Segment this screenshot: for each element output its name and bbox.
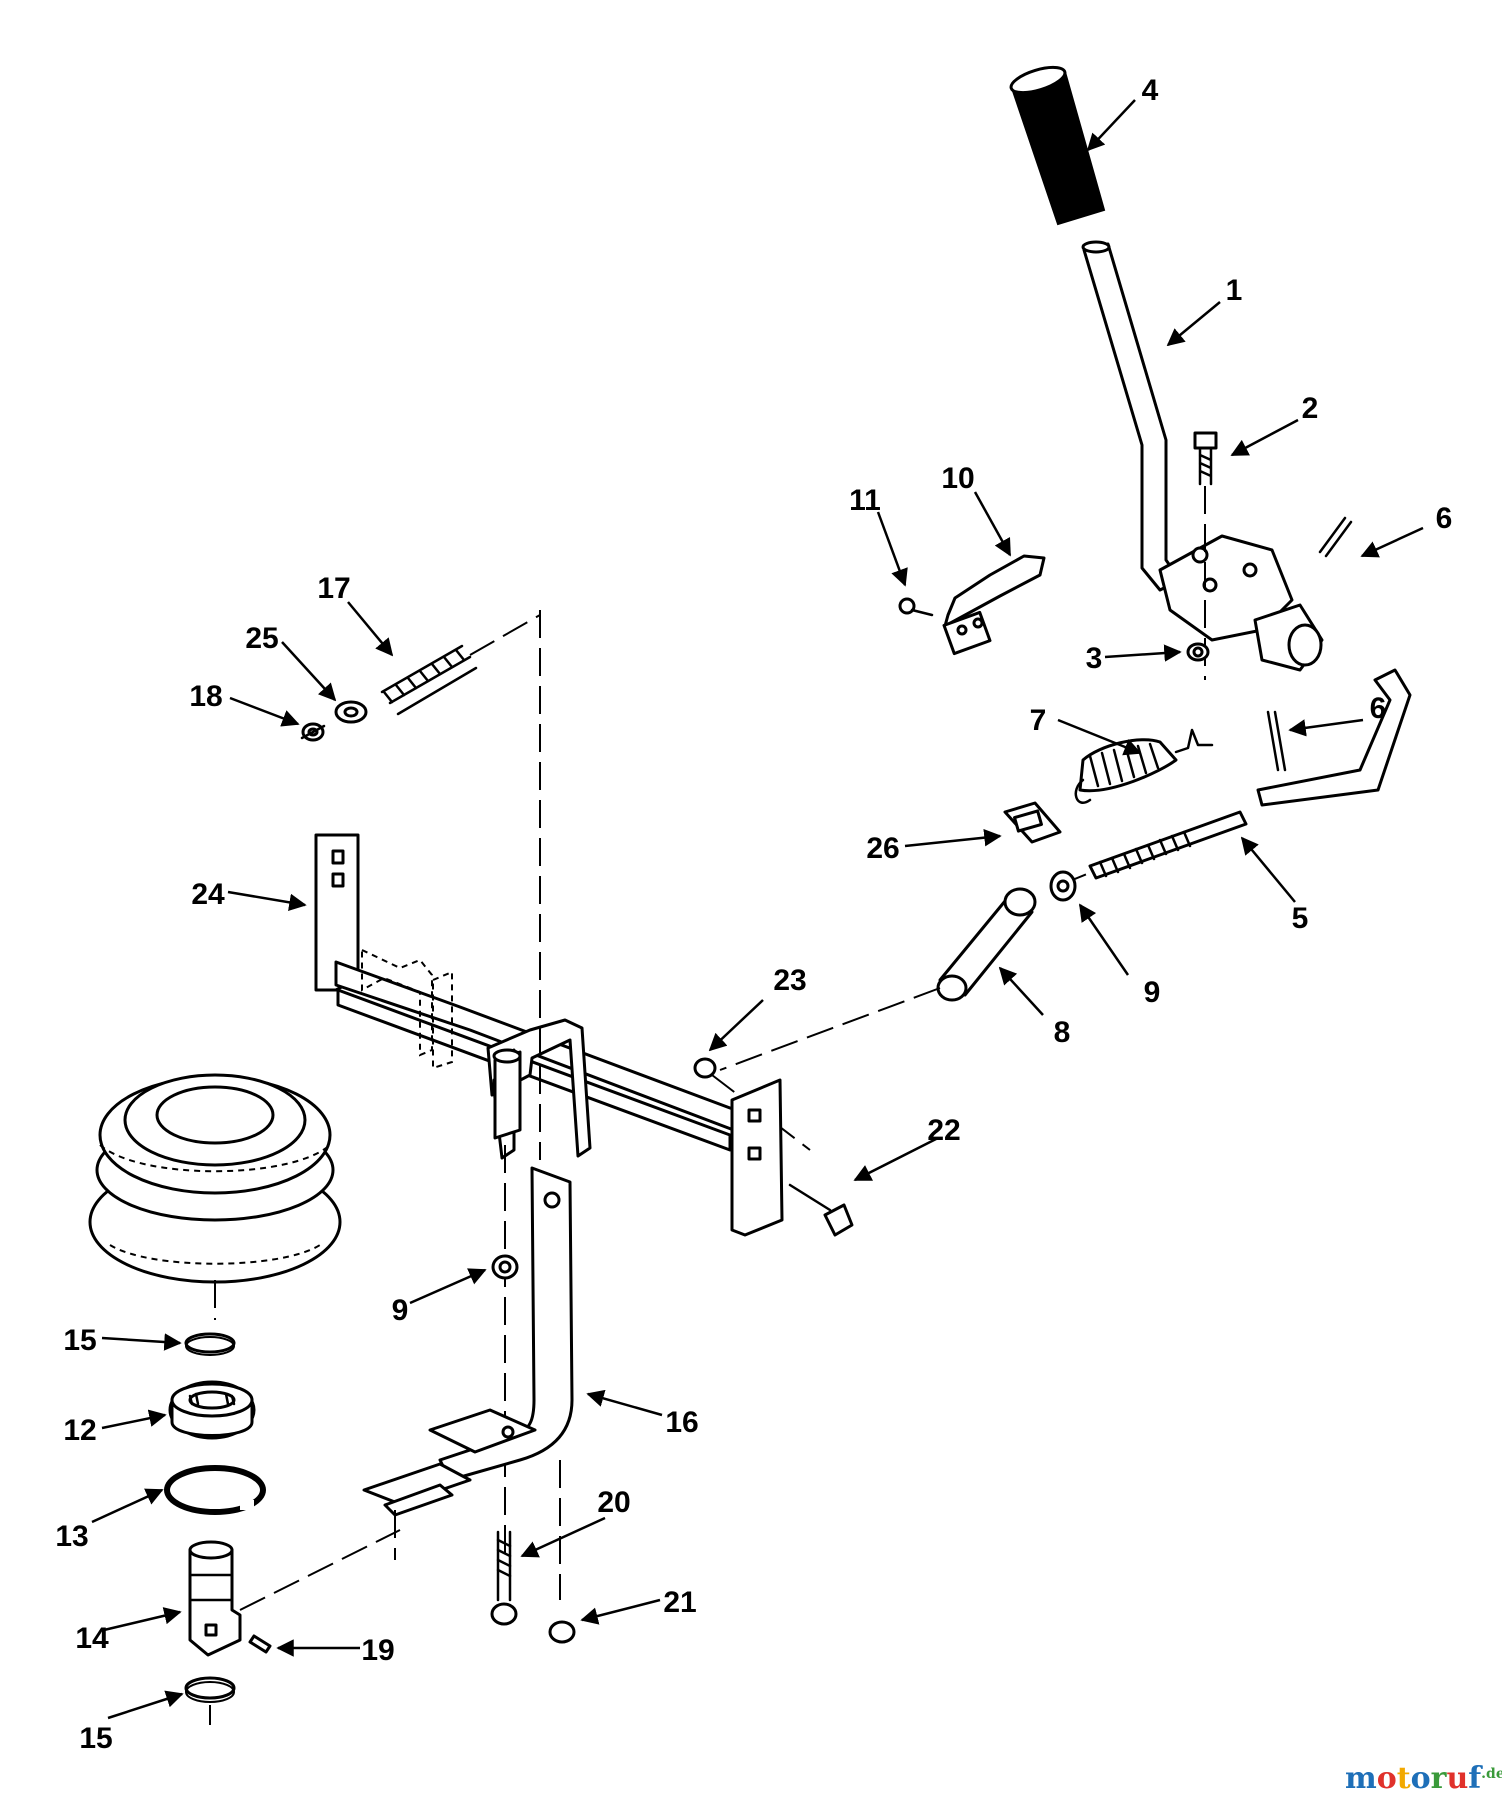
upper-rod-part [1256, 668, 1412, 807]
spring-part [1074, 728, 1214, 804]
retaining-ring-lower-part [184, 1676, 236, 1725]
callout-21: 21 [663, 1586, 696, 1619]
callout-6-lower: 6 [1370, 692, 1387, 725]
rod-nut-part [1049, 870, 1077, 902]
threaded-rod-part [1059, 810, 1248, 886]
plate-part [942, 554, 1046, 656]
grip-part [1009, 65, 1106, 226]
leader-arrows [91, 99, 1424, 1720]
shift-lever-part [1081, 240, 1182, 592]
carriage-bolt-part [788, 1183, 854, 1237]
callout-9-upper: 9 [1144, 976, 1161, 1009]
callout-22: 22 [927, 1114, 960, 1147]
callout-5: 5 [1292, 902, 1309, 935]
callout-12: 12 [63, 1414, 96, 1447]
callout-25: 25 [245, 622, 278, 655]
callout-18: 18 [189, 680, 222, 713]
callout-4: 4 [1142, 74, 1159, 107]
small-bolt-part [898, 597, 934, 617]
nut-part [1186, 642, 1210, 662]
callout-8: 8 [1054, 1016, 1071, 1049]
post-part [492, 610, 541, 1560]
callout-9-lower: 9 [392, 1294, 409, 1327]
callout-7: 7 [1030, 704, 1047, 737]
callout-11: 11 [849, 484, 881, 517]
callout-labels: 4 1 2 6 11 10 3 6 7 26 5 9 8 23 22 17 25… [55, 74, 1452, 1755]
washer-part [334, 700, 368, 724]
callout-14: 14 [75, 1622, 109, 1655]
callout-3: 3 [1086, 642, 1103, 675]
callout-10: 10 [941, 462, 974, 495]
retaining-ring-upper-part [184, 1332, 236, 1356]
tube-part [719, 887, 1037, 1071]
small-washer-part [300, 722, 326, 742]
support-arm-part [362, 1166, 574, 1600]
callout-1: 1 [1226, 274, 1243, 307]
compression-spring-part [380, 614, 541, 716]
callout-19: 19 [361, 1634, 394, 1667]
snap-ring-part [164, 1465, 266, 1515]
lever-bracket-part [1158, 534, 1324, 672]
bearing-part [168, 1380, 256, 1440]
shaft-part [188, 1529, 401, 1657]
pulley-part [88, 1073, 342, 1320]
callout-15-lower: 15 [79, 1722, 112, 1755]
cotter-pin-upper-part [1318, 516, 1353, 558]
callout-13: 13 [55, 1520, 88, 1553]
callout-16: 16 [665, 1406, 698, 1439]
callout-23: 23 [773, 964, 806, 997]
callout-26: 26 [866, 832, 899, 865]
watermark-logo: motoruf.de [1345, 1761, 1502, 1796]
lower-bolt-part [490, 1530, 518, 1626]
callout-6-upper: 6 [1436, 502, 1453, 535]
clip-part [1003, 801, 1062, 844]
callout-17: 17 [317, 572, 350, 605]
callout-20: 20 [597, 1486, 630, 1519]
callout-15-upper: 15 [63, 1324, 96, 1357]
callout-24: 24 [191, 878, 225, 911]
cotter-pin-lower-part [1266, 710, 1287, 772]
lower-nut-part [491, 1254, 519, 1280]
roll-pin-part [248, 1634, 272, 1654]
callout-2: 2 [1302, 392, 1319, 425]
lower-right-nut-part [548, 1620, 576, 1644]
svg-text:motoruf.de: motoruf.de [1345, 1761, 1502, 1796]
